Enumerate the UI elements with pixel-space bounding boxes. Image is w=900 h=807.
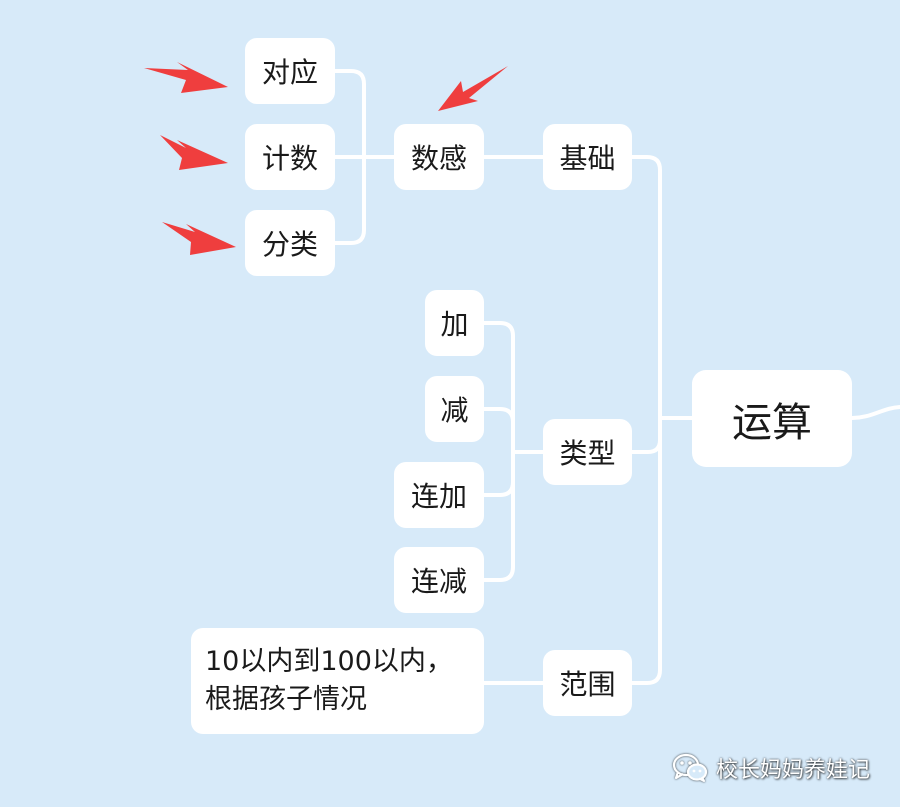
connector-duiying bbox=[333, 69, 366, 159]
node-label: 连减 bbox=[410, 565, 467, 598]
watermark: 校长妈妈养娃记 bbox=[672, 748, 870, 788]
red-arrow-icon bbox=[160, 135, 228, 170]
node-label: 加 bbox=[440, 308, 469, 341]
node-label: 10以内到100以内， 根据孩子情况 bbox=[205, 646, 453, 715]
red-arrow-icon bbox=[144, 62, 228, 93]
red-arrow-icon bbox=[162, 222, 236, 255]
node-jishu[interactable]: 计数 bbox=[245, 124, 335, 190]
node-fenlei[interactable]: 分类 bbox=[245, 210, 335, 276]
node-jia[interactable]: 加 bbox=[425, 290, 484, 356]
connector-branch-leixing bbox=[630, 416, 662, 454]
branch-node-jichu[interactable]: 基础 bbox=[543, 124, 632, 190]
node-lianjia[interactable]: 连加 bbox=[394, 462, 484, 528]
connector-branch-fanwei bbox=[630, 438, 662, 685]
node-label: 数感 bbox=[410, 142, 467, 175]
node-duiying[interactable]: 对应 bbox=[245, 38, 335, 104]
node-label: 减 bbox=[440, 394, 469, 427]
root-label: 运算 bbox=[732, 399, 812, 446]
node-shugan[interactable]: 数感 bbox=[394, 124, 484, 190]
node-lianjian[interactable]: 连减 bbox=[394, 547, 484, 613]
watermark-text: 校长妈妈养娃记 bbox=[716, 758, 871, 783]
red-arrow-icon bbox=[438, 66, 508, 111]
connector-branch-jichu bbox=[630, 155, 662, 420]
connector-jia bbox=[482, 321, 515, 454]
wechat-icon bbox=[672, 753, 708, 782]
node-label: 分类 bbox=[261, 228, 318, 261]
connector-fenlei bbox=[333, 155, 366, 245]
connector-lianjian bbox=[482, 450, 515, 582]
branch-label: 基础 bbox=[559, 142, 616, 175]
connector-jian bbox=[482, 407, 515, 454]
connector-root-to-offscreen bbox=[850, 405, 900, 420]
branch-label: 类型 bbox=[559, 437, 616, 470]
branch-node-leixing[interactable]: 类型 bbox=[543, 419, 632, 485]
node-label: 连加 bbox=[410, 480, 467, 513]
node-range-note[interactable]: 10以内到100以内， 根据孩子情况 bbox=[191, 628, 484, 734]
connector-lianjia bbox=[482, 450, 515, 497]
node-jian[interactable]: 减 bbox=[425, 376, 484, 442]
node-label: 计数 bbox=[261, 142, 318, 175]
node-label: 对应 bbox=[261, 56, 318, 89]
branch-label: 范围 bbox=[559, 668, 616, 701]
branch-node-fanwei[interactable]: 范围 bbox=[543, 650, 632, 716]
root-node[interactable]: 运算 bbox=[692, 370, 852, 467]
